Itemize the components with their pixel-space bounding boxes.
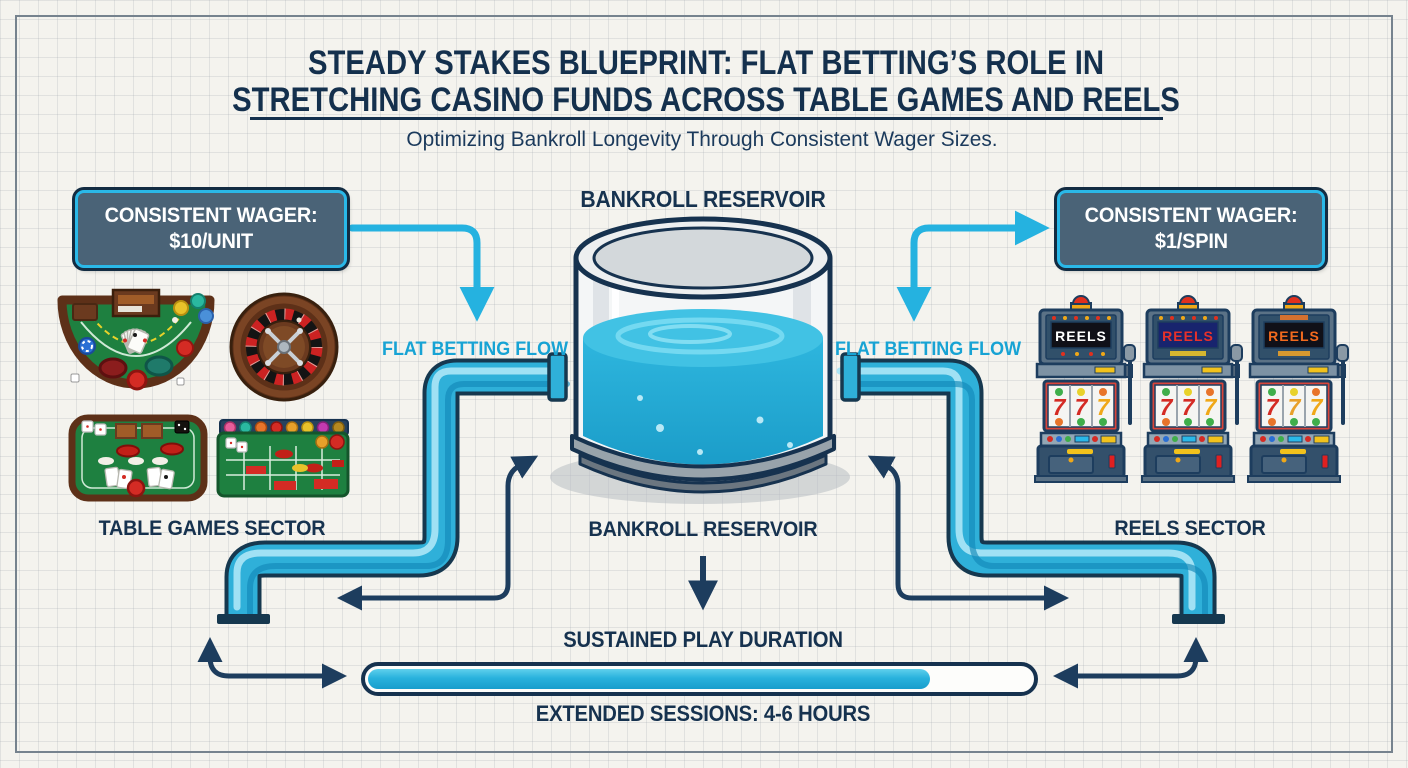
sector-label-reels: REELS SECTOR — [1114, 516, 1266, 540]
duration-heading: SUSTAINED PLAY DURATION — [563, 627, 843, 652]
reel-symbol: 7 — [1266, 394, 1280, 420]
sector-label-table-games: TABLE GAMES SECTOR — [98, 516, 326, 540]
reservoir-label-bottom: BANKROLL RESERVOIR — [588, 517, 818, 541]
tank-flange-right — [840, 352, 861, 402]
page-title-line1: STEADY STAKES BLUEPRINT: FLAT BETTING’S … — [307, 44, 1105, 82]
wager-left-line1: CONSISTENT WAGER: — [104, 204, 318, 227]
session-connector-right — [1052, 636, 1209, 689]
session-progress-fill — [368, 669, 930, 689]
pipe-end-flange-left — [217, 614, 270, 624]
tank-flange-left — [547, 352, 568, 402]
wager-left-line2: $10/UNIT — [169, 230, 253, 253]
reservoir-label-top: BANKROLL RESERVOIR — [580, 186, 826, 212]
page-subtitle: Optimizing Bankroll Longevity Through Co… — [406, 127, 998, 151]
betting-layout-illustration — [216, 419, 350, 498]
slot-marquee-label: REELS — [1162, 328, 1214, 344]
return-arrow-right — [867, 455, 1070, 611]
reel-symbol: 7 — [1310, 394, 1324, 420]
flow-connector-left — [348, 224, 495, 322]
session-progress-bar — [361, 662, 1038, 696]
duration-caption: EXTENDED SESSIONS: 4-6 HOURS — [535, 701, 871, 726]
page-title-line2: STRETCHING CASINO FUNDS ACROSS TABLE GAM… — [232, 81, 1180, 119]
roulette-wheel-illustration — [229, 292, 339, 402]
reel-symbol: 7 — [1075, 394, 1089, 420]
flow-connector-right — [896, 210, 1050, 322]
slot-machine-3: REELS 7 7 7 — [1246, 294, 1350, 484]
bankroll-reservoir-tank — [547, 216, 861, 504]
wager-right-line2: $1/SPIN — [1154, 230, 1228, 253]
blackjack-table-illustration — [57, 288, 215, 391]
title-divider — [250, 117, 1163, 120]
reel-symbol: 7 — [1160, 394, 1174, 420]
wager-box-left: CONSISTENT WAGER: $10/UNIT — [75, 190, 347, 268]
return-arrow-left — [336, 455, 539, 611]
reel-symbol: 7 — [1288, 394, 1302, 420]
reel-symbol: 7 — [1053, 394, 1067, 420]
pipe-end-flange-right — [1172, 614, 1225, 624]
session-connector-left — [197, 636, 348, 689]
flow-label-left: FLAT BETTING FLOW — [381, 338, 569, 360]
slot-marquee-label: REELS — [1268, 328, 1320, 344]
wager-right-line1: CONSISTENT WAGER: — [1084, 204, 1298, 227]
flow-label-right: FLAT BETTING FLOW — [834, 338, 1022, 360]
slot-machine-1: REELS 7 7 7 — [1033, 294, 1137, 484]
reel-symbol: 7 — [1204, 394, 1218, 420]
reel-symbol: 7 — [1182, 394, 1196, 420]
craps-table-illustration — [68, 414, 208, 502]
reel-symbol: 7 — [1097, 394, 1111, 420]
slot-marquee-label: REELS — [1055, 328, 1107, 344]
wager-box-right: CONSISTENT WAGER: $1/SPIN — [1057, 190, 1325, 268]
slot-machine-2: REELS 7 7 7 — [1140, 294, 1244, 484]
